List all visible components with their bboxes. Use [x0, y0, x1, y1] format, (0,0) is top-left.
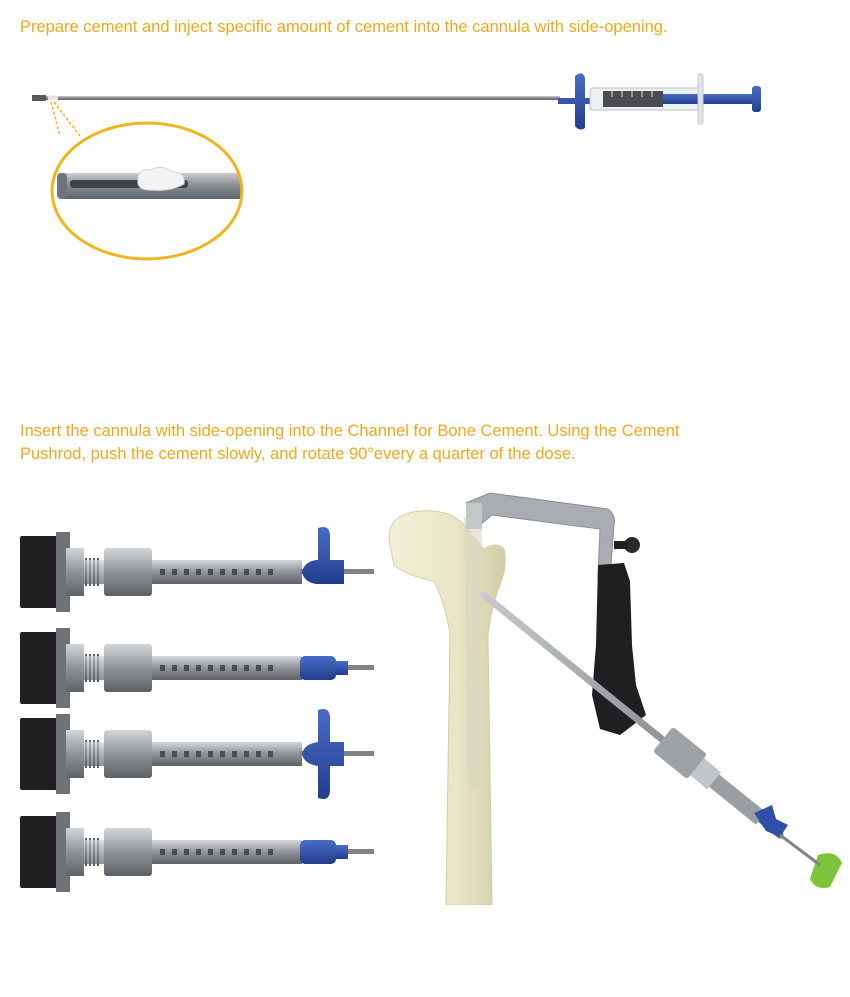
rotation-position-2 — [20, 628, 374, 708]
rotation-position-1 — [20, 527, 374, 612]
zoom-callout-lines — [51, 102, 80, 136]
rotation-position-3 — [20, 709, 374, 799]
step1-instruction: Prepare cement and inject specific amoun… — [20, 16, 840, 39]
step2-instruction-line1: Insert the cannula with side-opening int… — [20, 422, 679, 440]
channel-sleeve — [653, 727, 771, 831]
pushrod-rotation-sequence — [0, 520, 390, 900]
step2-instruction-line2: Pushrod, push the cement slowly, and rot… — [20, 445, 576, 463]
cannula-with-side-opening — [32, 95, 560, 101]
cannula-syringe-illustration — [0, 60, 850, 340]
rotation-position-4 — [20, 812, 374, 892]
guide-block — [592, 563, 646, 735]
step2-instruction: Insert the cannula with side-opening int… — [20, 420, 840, 466]
arm-connector — [466, 503, 482, 529]
femur-targeting-device-illustration — [380, 485, 850, 905]
cement-syringe — [558, 73, 761, 129]
femur-bone — [389, 511, 505, 905]
side-opening-magnified-view — [52, 123, 260, 259]
green-end-cap — [810, 853, 842, 888]
